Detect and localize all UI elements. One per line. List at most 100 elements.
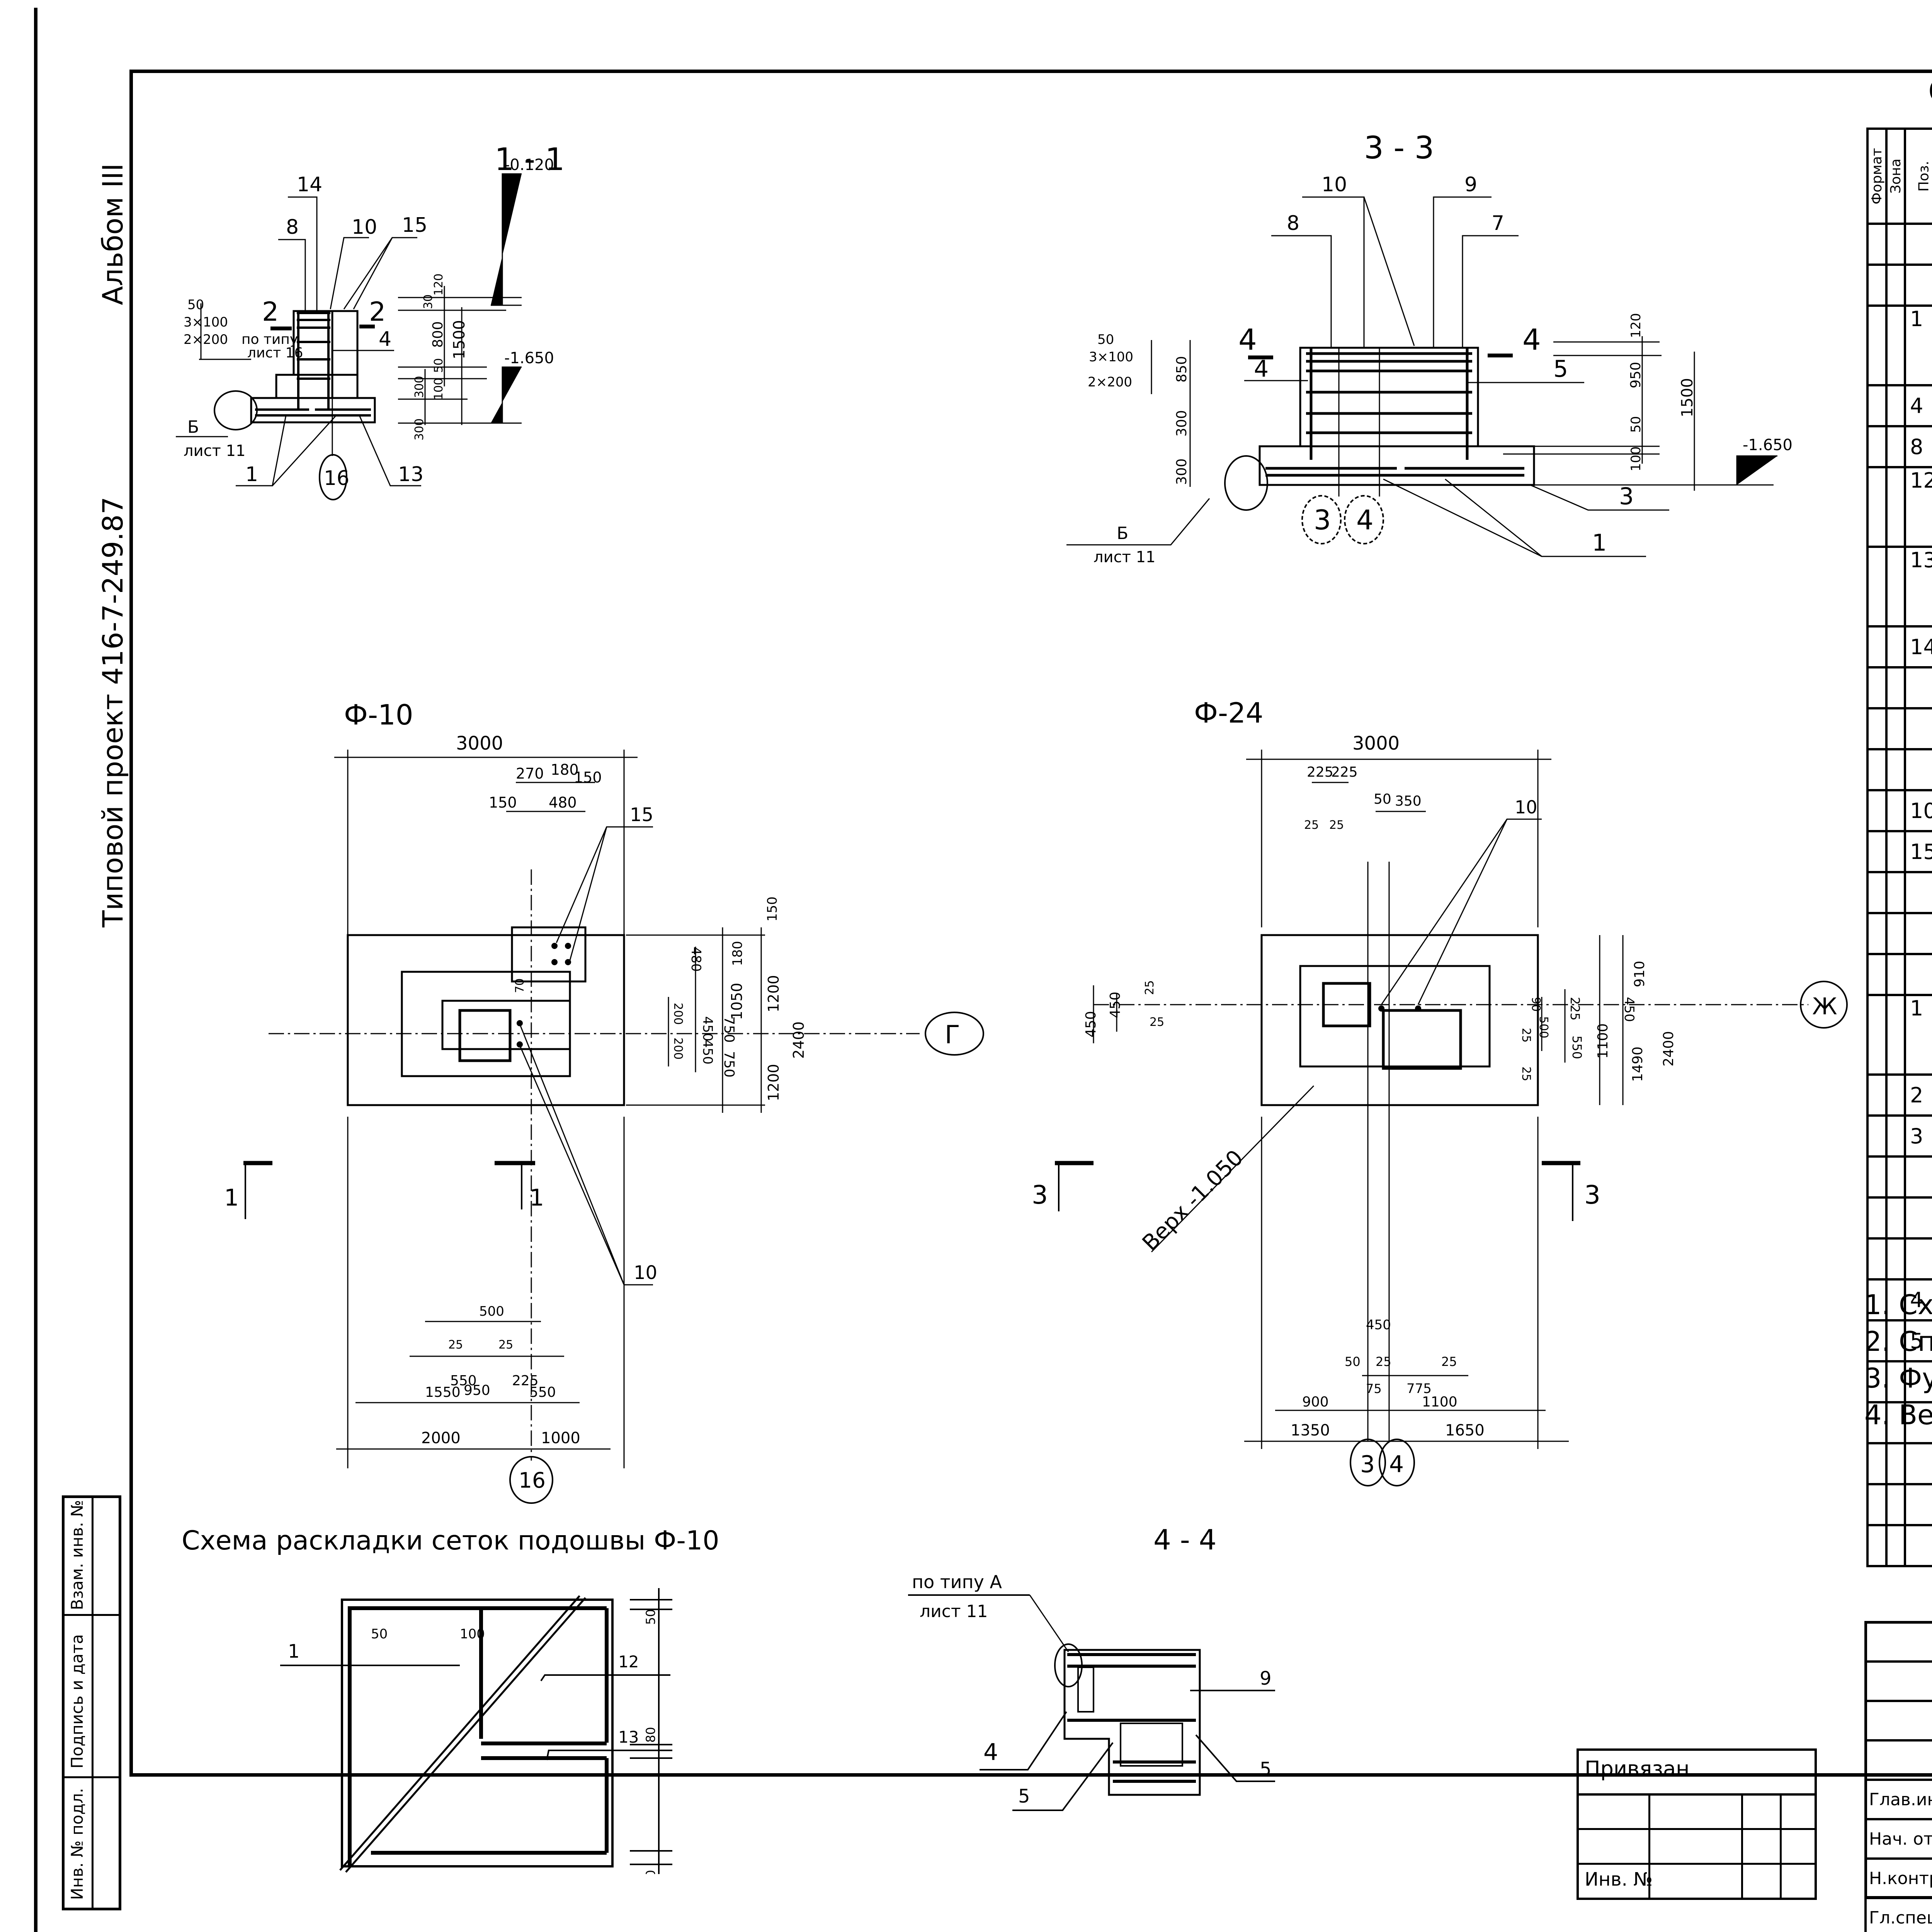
spec-cell-format [1866, 748, 1888, 791]
column-socket [458, 1009, 512, 1062]
section-arrows [1058, 1163, 1573, 1221]
signature-row-blank [1864, 1700, 1932, 1742]
callout-14: 14 [297, 173, 322, 196]
signature-row: Гл.спец.Поляков4.06.85 [1864, 1897, 1932, 1932]
spec-row: Ф-10 [1866, 223, 1932, 266]
spec-cell-pos [1904, 1483, 1932, 1526]
spec-cell-format [1866, 1196, 1888, 1240]
spec-row: Изделия закладные [1866, 707, 1932, 750]
dim-lines [630, 1588, 672, 1874]
spec-row: Сборочные единицы [1866, 953, 1932, 996]
spec-cell-zone [1885, 223, 1906, 266]
leader-lines [1066, 196, 1669, 557]
callout-8: 8 [286, 216, 299, 239]
spec-cell-format [1866, 1073, 1888, 1117]
dim-3000: 3000 [456, 733, 503, 754]
spec-cell-zone [1885, 1524, 1906, 1567]
callout-9: 9 [1260, 1668, 1272, 1689]
spec-cell-pos [1904, 953, 1932, 996]
axis-3: 3 [1314, 504, 1331, 536]
dim-1490: 1490 [1630, 1046, 1646, 1082]
spec-cell-zone [1885, 425, 1906, 468]
dim-300-b: 300 [1174, 458, 1190, 485]
callout-4: 4 [379, 328, 391, 351]
signature-role: Гл.спец. [1864, 1897, 1932, 1932]
callout-1: 1 [1592, 529, 1607, 556]
spec-row: Материалы [1866, 1401, 1932, 1444]
socket-b [1120, 1723, 1183, 1767]
dim-150-top: 150 [574, 769, 602, 786]
spec-cell-zone [1885, 264, 1906, 307]
spec-cell-format [1866, 1319, 1888, 1362]
dim-3x100: 3×100 [1089, 349, 1133, 365]
leader-lines [980, 1690, 1275, 1811]
spec-cell-pos: 8 [1904, 425, 1932, 468]
binding-block: Привязан Инв. № [1577, 1748, 1817, 1900]
axis-16: 16 [519, 1468, 546, 1493]
callout-3: 3 [1619, 483, 1634, 510]
dim-50-b: 50 [1345, 1354, 1361, 1369]
spec-cell-format [1866, 304, 1888, 386]
spec-cell-pos [1904, 264, 1932, 307]
plan-f24: Ф-24 Ж 3 4 3000 225 225 50 350 25 25 450… [1032, 697, 1848, 1486]
spec-row: Изделия закладные [1866, 1196, 1932, 1240]
spec-cell-zone [1885, 1114, 1906, 1158]
callout-5-left: 5 [1018, 1786, 1030, 1807]
dim-1350: 1350 [1291, 1422, 1330, 1439]
spec-cell-pos: 3 [1904, 1114, 1932, 1158]
spec-cell-zone [1885, 1483, 1906, 1526]
signature-cell [1864, 1739, 1932, 1781]
spec-cell-zone [1885, 953, 1906, 996]
dim-450-a: 450 [1083, 1011, 1099, 1037]
spec-cell-pos: 4 [1904, 1278, 1932, 1321]
spec-cell-pos: 1 [1904, 304, 1932, 386]
callout-10: 10 [634, 1262, 657, 1284]
signature-row: Н.контр.Солдатенкова4.06.85 [1864, 1857, 1932, 1899]
callout-15: 15 [402, 214, 427, 237]
spec-row [1866, 871, 1932, 914]
leader-lines [519, 826, 653, 1286]
level--0.120: -0.120 [504, 156, 554, 174]
detail-circle-b [1224, 455, 1268, 511]
spec-cell-format [1866, 994, 1888, 1076]
dim-350: 350 [1395, 793, 1422, 809]
dim-25-l2: 25 [1150, 1015, 1164, 1029]
axis-zh: Ж [1812, 993, 1837, 1020]
section-mark-2-left: 2 [262, 297, 279, 327]
col-zone: Зона [1886, 129, 1905, 224]
dim-900: 900 [1302, 1394, 1329, 1410]
left-strip-inv-label: Инв. № подл. [68, 1788, 87, 1900]
callout-1: 1 [245, 463, 258, 486]
spec-cell-format [1866, 1360, 1888, 1403]
spec-row: Болты ГОСТ24379.1-80 [1866, 1237, 1932, 1281]
spec-title: Спецификация к фундаментам [1928, 73, 1932, 109]
dim-225-r: 225 [1568, 997, 1582, 1020]
spec-cell-zone [1885, 666, 1906, 709]
note-list-16: лист 16 [247, 345, 303, 361]
spec-row: 131.410-3.1-011С 14AIII/6AIII 85×2951 [1866, 546, 1932, 628]
dim-450-r: 450 [1621, 997, 1637, 1022]
trim-line [34, 8, 37, 1932]
sheet-frame [129, 70, 1932, 1777]
section-mark-1-right: 1 [529, 1184, 544, 1211]
spec-cell-pos [1904, 871, 1932, 914]
dim-120: 120 [432, 274, 446, 296]
dim-1650: 1650 [1445, 1422, 1485, 1439]
callout-10: 10 [1321, 173, 1347, 196]
dim-50: 50 [1097, 332, 1114, 347]
spec-cell-format [1866, 223, 1888, 266]
dim-30: 30 [422, 294, 435, 309]
dim-200-top: 200 [671, 1003, 685, 1025]
spec-row: Болты ГОСТ24379.1-80 [1866, 748, 1932, 791]
section-mark-3-left: 3 [1032, 1180, 1048, 1210]
section-1-1-title: 1 - 1 [495, 141, 565, 177]
signature-row-blank [1864, 1621, 1932, 1663]
title-block: Глав.инж.пр.Козьяков4.06.85Нач. отд.Поло… [1864, 1621, 1932, 1932]
dim-950: 950 [464, 1383, 490, 1398]
dim-50: 50 [187, 297, 204, 313]
axis-bubble-16 [509, 1456, 553, 1504]
note-4: 4. Ведомость расхода стали на элемент см… [1864, 1399, 1932, 1431]
spec-cell-format [1866, 546, 1888, 628]
spec-row [1866, 1155, 1932, 1199]
dim-80: 80 [643, 1727, 658, 1743]
